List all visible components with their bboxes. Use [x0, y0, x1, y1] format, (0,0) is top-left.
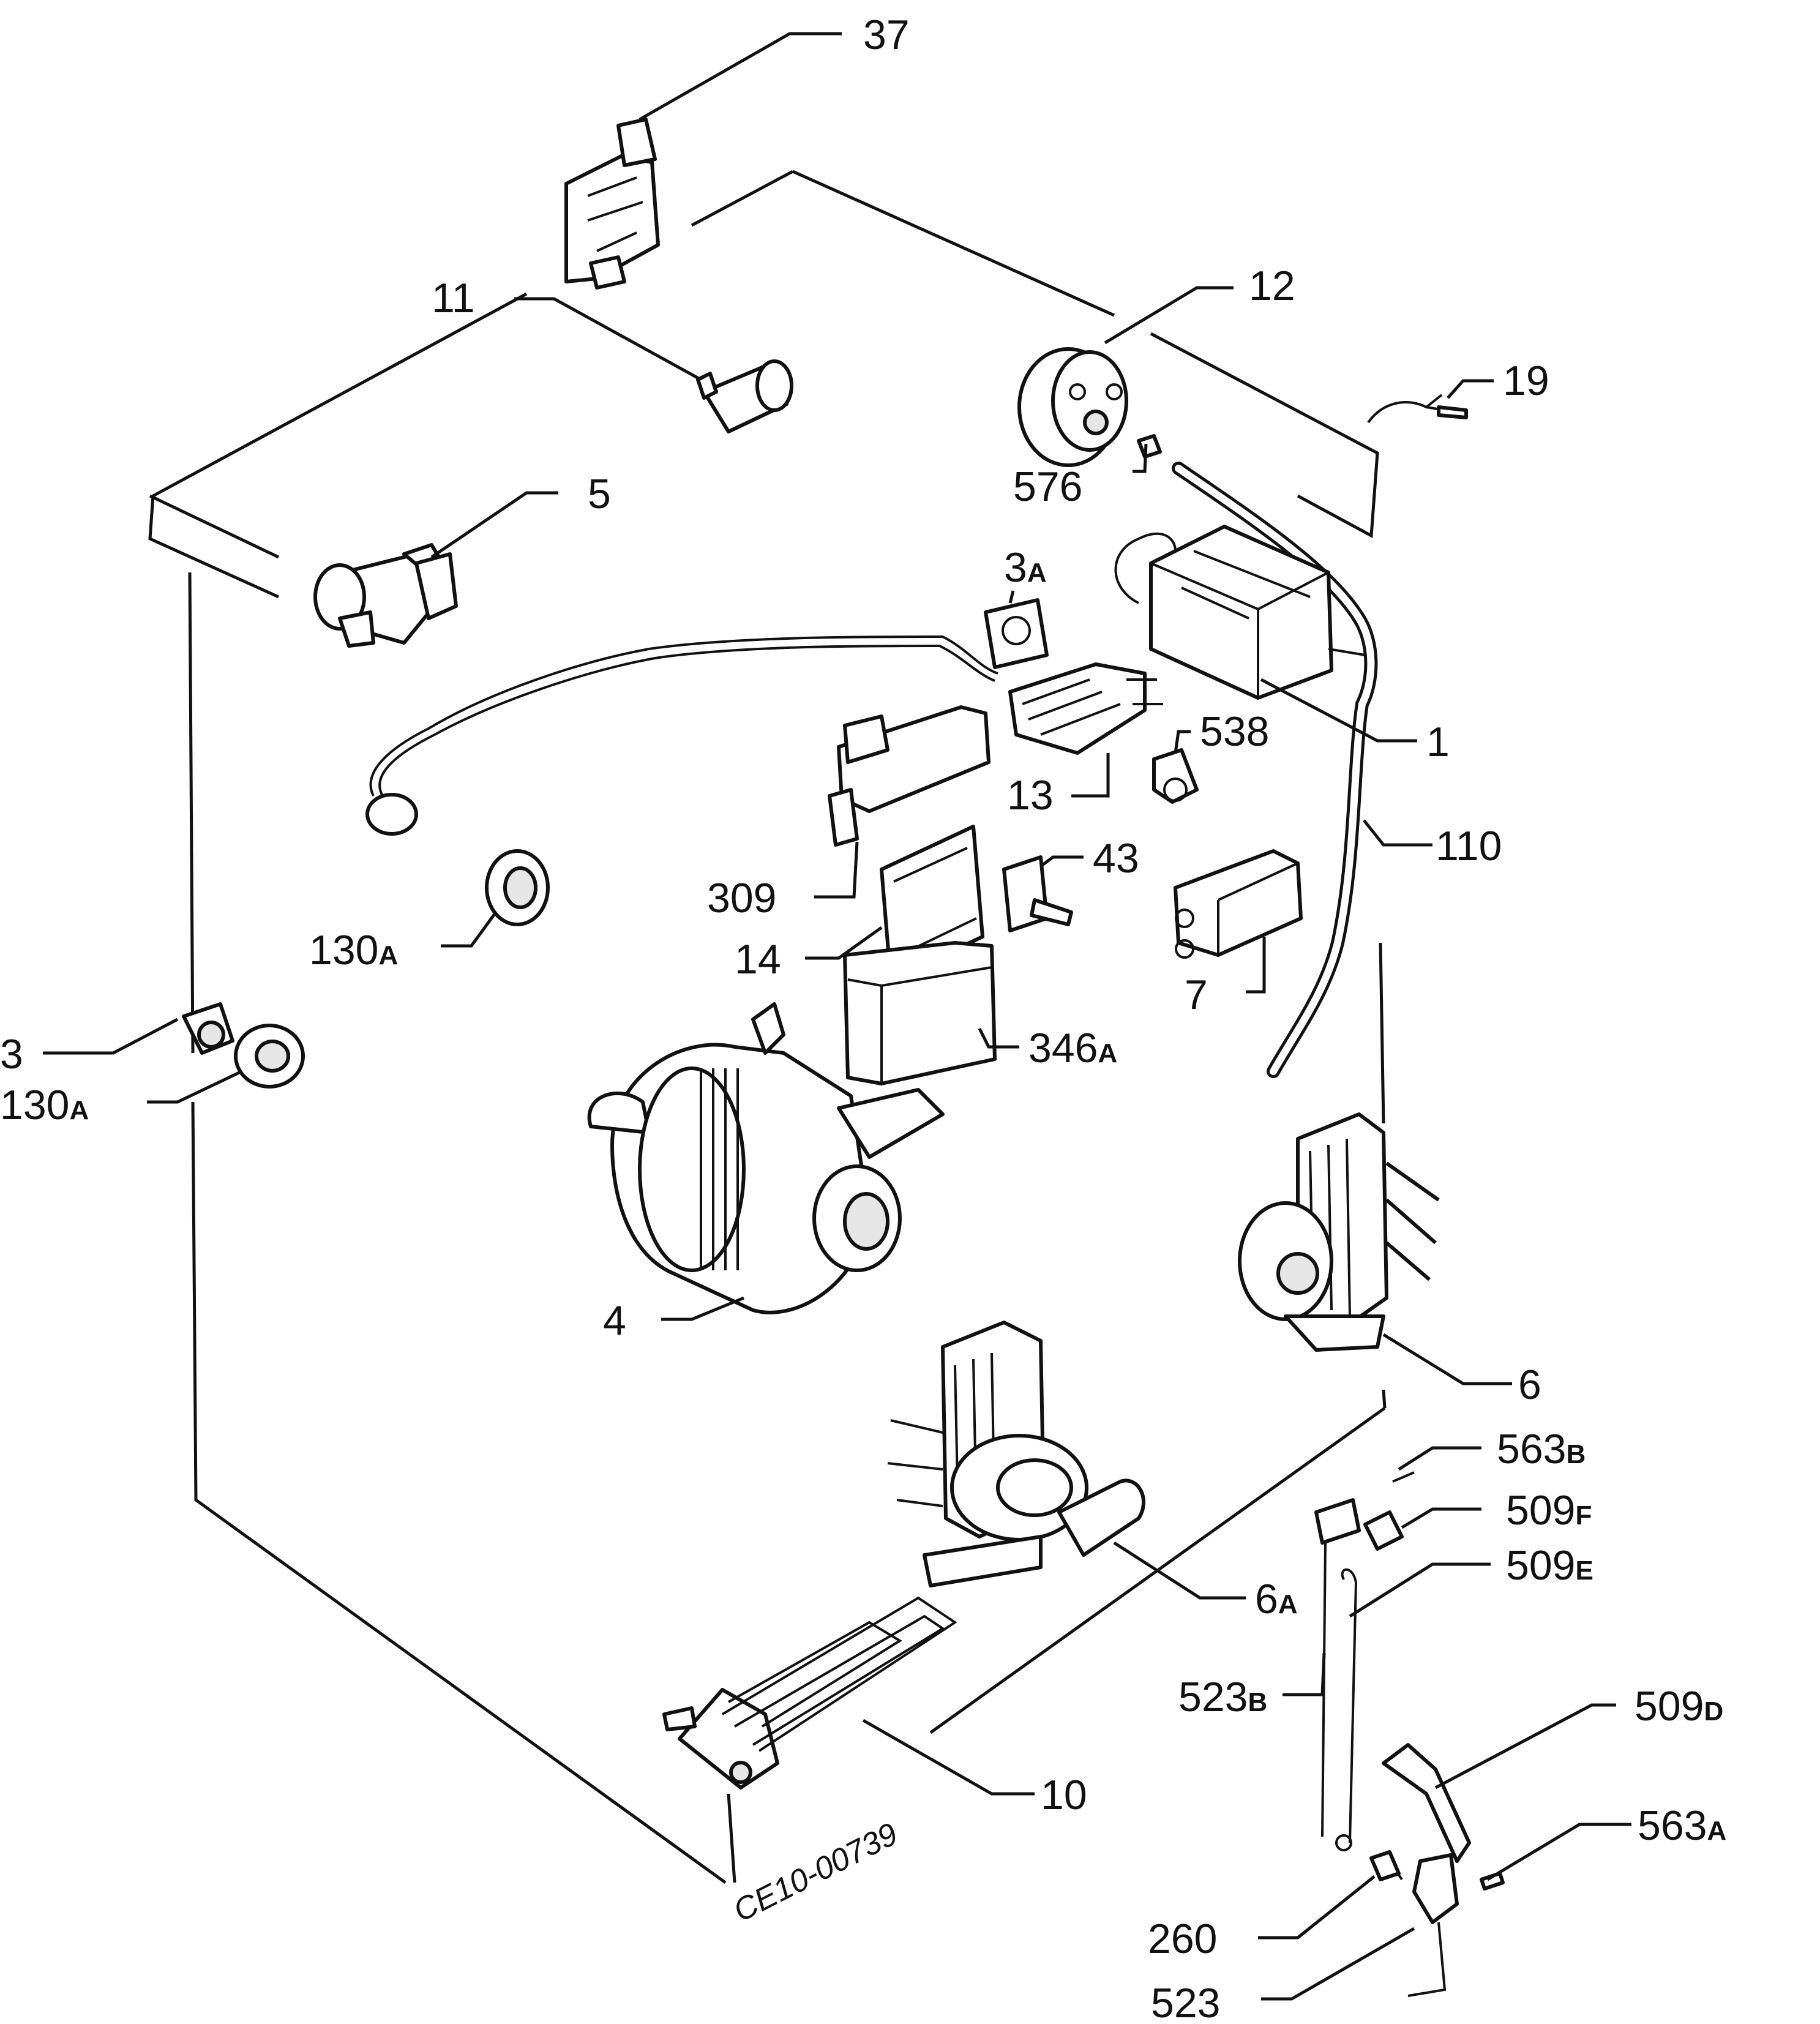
label-563b: 563B	[1497, 1426, 1586, 1472]
label-6a: 6A	[1255, 1576, 1298, 1622]
grommet-part-130a-upper	[485, 849, 550, 926]
motor-part-4	[587, 1002, 945, 1314]
label-130a-lower: 130A	[0, 1082, 89, 1128]
timer-part-1	[1114, 525, 1366, 700]
label-1: 1	[1426, 719, 1450, 765]
label-509e: 509E	[1506, 1542, 1593, 1589]
clip-part-19	[1367, 394, 1468, 424]
part-labels: 37 11 12 19 5 576 3A 1 538 13 110 43 309…	[0, 12, 1726, 2024]
label-10: 10	[1041, 1772, 1087, 1818]
label-14: 14	[735, 936, 781, 983]
label-576: 576	[1013, 463, 1082, 510]
label-509f: 509F	[1506, 1487, 1592, 1534]
label-7: 7	[1185, 972, 1208, 1018]
cover-part-309	[828, 705, 991, 847]
switch-block-part-13	[1008, 662, 1163, 755]
part-538	[1152, 748, 1199, 804]
label-110: 110	[1436, 823, 1502, 869]
box-part-346a	[843, 941, 997, 1085]
thermostat-part-3	[182, 1002, 234, 1055]
drawing-code: CE10-00739	[728, 1816, 904, 1928]
knob-part-12	[1017, 347, 1128, 467]
cabinet-outline	[148, 170, 1387, 1884]
door-linkage-lower	[1369, 1743, 1505, 1997]
part-43	[1002, 855, 1073, 932]
label-5: 5	[588, 471, 611, 517]
heater-part-10	[662, 1596, 957, 1790]
label-43: 43	[1093, 835, 1139, 882]
pressure-tube	[365, 635, 998, 836]
label-12: 12	[1249, 263, 1295, 309]
screw-part-576	[1137, 434, 1162, 459]
door-linkage-upper	[1314, 1471, 1415, 1851]
label-3a: 3A	[1004, 544, 1047, 591]
label-11: 11	[432, 275, 475, 321]
label-130a-upper: 130A	[309, 927, 398, 973]
label-346a: 346A	[1028, 1025, 1117, 1071]
inlet-valve-part-5	[313, 543, 458, 648]
label-309: 309	[707, 875, 776, 921]
label-3: 3	[0, 1031, 23, 1078]
grommet-part-130a-lower	[234, 1024, 305, 1089]
label-19: 19	[1503, 358, 1549, 404]
suppressor-part-7	[1174, 849, 1303, 959]
label-4: 4	[603, 1297, 626, 1344]
label-6: 6	[1518, 1362, 1541, 1408]
label-260: 260	[1148, 1916, 1217, 1962]
label-538: 538	[1200, 708, 1269, 755]
pump-part-6	[1238, 1112, 1440, 1352]
pump-part-6a	[887, 1321, 1146, 1587]
capacitor-part-11	[696, 359, 793, 433]
label-509d: 509D	[1635, 1683, 1723, 1730]
label-523: 523	[1151, 1980, 1220, 2024]
label-523b: 523B	[1178, 1674, 1267, 1720]
door-lock-part-37	[564, 118, 660, 290]
label-37: 37	[863, 12, 910, 58]
label-563a: 563A	[1638, 1802, 1726, 1849]
label-13: 13	[1007, 772, 1054, 819]
leader-lines	[43, 32, 1631, 2001]
hose-part-110	[1172, 462, 1378, 1078]
pressure-switch-part-3a	[984, 598, 1049, 669]
